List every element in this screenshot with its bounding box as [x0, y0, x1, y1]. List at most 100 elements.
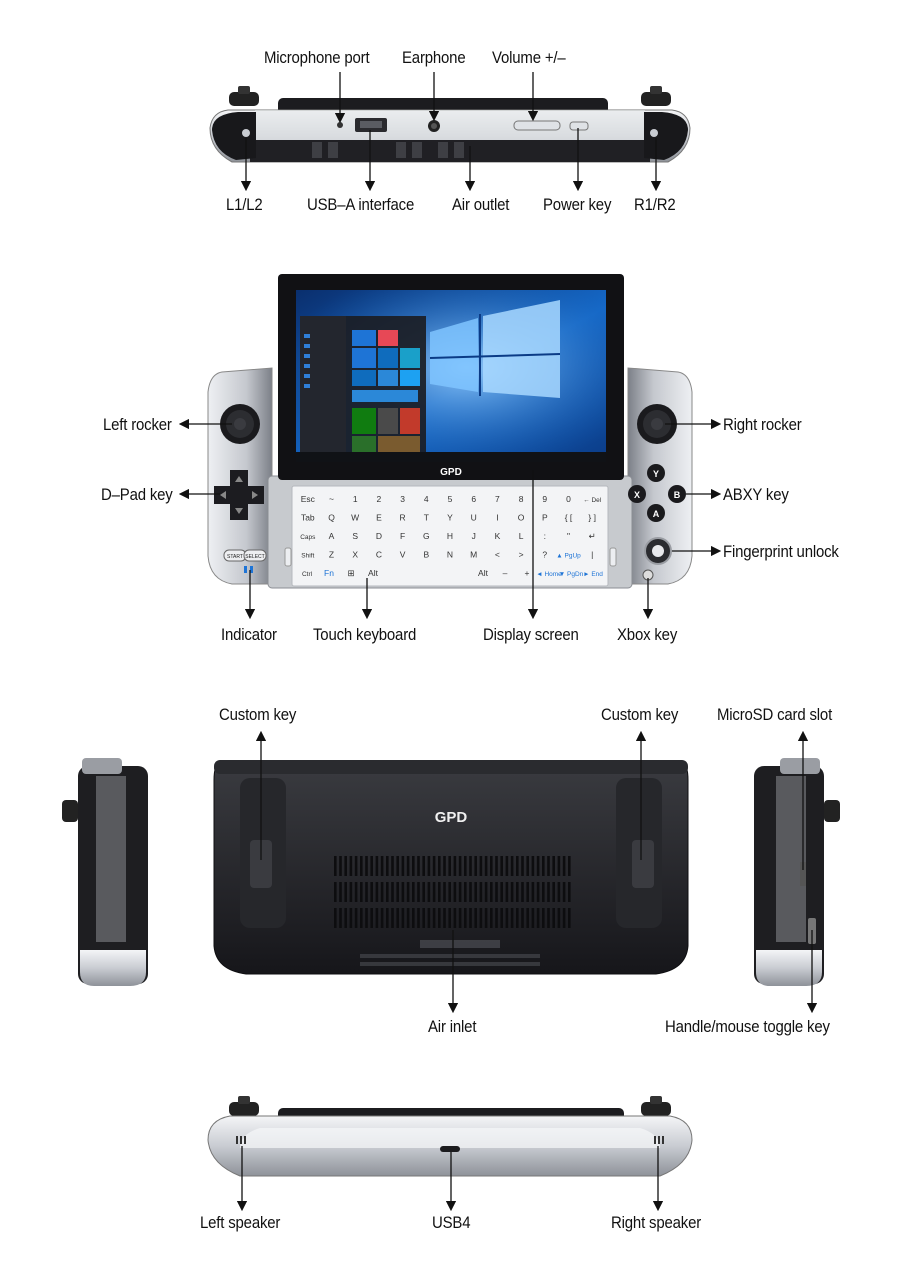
- keyboard-key: ": [567, 531, 570, 541]
- vent-slot: [339, 856, 342, 876]
- vent-slot: [422, 882, 425, 902]
- vent-slot: [412, 856, 415, 876]
- vent-slot: [510, 908, 514, 928]
- keyboard-key: Fn: [324, 568, 334, 578]
- keyboard-key: H: [447, 531, 453, 541]
- vent-slot: [432, 856, 436, 876]
- vent-slot: [557, 908, 561, 928]
- keyboard-key: ⊞: [347, 568, 354, 578]
- vent-slot: [334, 882, 337, 902]
- label-display-screen: Display screen: [483, 625, 579, 644]
- keyboard-key: Ctrl: [302, 571, 313, 578]
- label-left-rocker: Left rocker: [103, 415, 172, 434]
- keyboard-key: ← Del: [583, 497, 602, 504]
- keyboard-key: U: [471, 513, 477, 523]
- vent-slot: [391, 908, 394, 928]
- vent-slot: [375, 908, 379, 928]
- keyboard-key: ◄ Home: [536, 571, 562, 578]
- label-handle-mouse-toggle: Handle/mouse toggle key: [665, 1017, 830, 1036]
- vent-slot: [547, 908, 550, 928]
- label-right-rocker: Right rocker: [723, 415, 802, 434]
- vent-slot: [521, 908, 524, 928]
- vent-slot: [484, 856, 488, 876]
- vent-slot: [417, 856, 420, 876]
- vent-slot: [422, 908, 425, 928]
- vent-slot: [458, 908, 462, 928]
- vent-slot: [427, 856, 431, 876]
- vent-slot: [406, 882, 410, 902]
- label-volume: Volume +/–: [492, 48, 566, 67]
- label-usb4: USB4: [432, 1213, 471, 1232]
- vent-slot: [500, 856, 503, 876]
- label-dpad-key: D–Pad key: [101, 485, 173, 504]
- vent-slot: [448, 882, 451, 902]
- label-usb-a: USB–A interface: [307, 195, 415, 214]
- label-microphone-port: Microphone port: [264, 48, 370, 67]
- keyboard-key: W: [351, 513, 359, 523]
- vent-slot: [438, 856, 441, 876]
- keyboard-key: Alt: [478, 568, 489, 578]
- vent-slot: [500, 908, 503, 928]
- vent-slot: [375, 856, 379, 876]
- keyboard-key: Shift: [301, 553, 314, 560]
- keyboard-key: Caps: [300, 534, 316, 541]
- vent-slot: [474, 856, 477, 876]
- vent-slot: [438, 882, 441, 902]
- vent-slot: [391, 856, 394, 876]
- vent-slot: [438, 908, 441, 928]
- vent-slot: [510, 856, 514, 876]
- vent-slot: [479, 856, 483, 876]
- vent-slot: [453, 856, 457, 876]
- label-air-inlet: Air inlet: [428, 1017, 477, 1036]
- vent-slot: [334, 908, 337, 928]
- vent-slot: [339, 882, 342, 902]
- vent-slot: [505, 908, 509, 928]
- vent-slot: [568, 882, 571, 902]
- vent-slot: [448, 908, 451, 928]
- vent-slot: [562, 856, 566, 876]
- vent-slot: [542, 908, 545, 928]
- vent-slot: [349, 882, 353, 902]
- keyboard-key: :: [544, 531, 546, 541]
- label-custom-key-right: Custom key: [601, 705, 679, 724]
- vent-slot: [521, 882, 524, 902]
- keyboard-key: B: [423, 550, 429, 560]
- keyboard-key: } ]: [588, 513, 596, 523]
- vent-slot: [547, 882, 550, 902]
- keyboard-key: G: [423, 531, 430, 541]
- label-indicator: Indicator: [221, 625, 277, 644]
- vent-slot: [339, 908, 342, 928]
- a-button-label: A: [653, 509, 660, 519]
- vent-slot: [401, 882, 405, 902]
- keyboard-key: 1: [353, 494, 358, 504]
- keyboard-key: P: [542, 513, 548, 523]
- vent-slot: [427, 882, 431, 902]
- keyboard-key: +: [525, 568, 530, 578]
- keyboard-key: 7: [495, 494, 500, 504]
- keyboard-key: D: [376, 531, 382, 541]
- keyboard-key: X: [352, 550, 358, 560]
- keyboard-key: 8: [519, 494, 524, 504]
- start-button-label: START: [227, 554, 243, 560]
- keyboard-key: |: [591, 550, 593, 560]
- vent-slot: [505, 882, 509, 902]
- vent-slot: [516, 908, 519, 928]
- keyboard-key: <: [495, 550, 500, 560]
- keyboard-key: 2: [377, 494, 382, 504]
- vent-slot: [391, 882, 394, 902]
- keyboard-key: 9: [542, 494, 547, 504]
- keyboard-key: A: [329, 531, 335, 541]
- vent-slot: [552, 882, 555, 902]
- label-r1-r2: R1/R2: [634, 195, 676, 214]
- label-l1-l2: L1/L2: [226, 195, 263, 214]
- vent-slot: [568, 908, 571, 928]
- gpd-logo-back: GPD: [435, 809, 468, 826]
- vent-slot: [526, 882, 529, 902]
- vent-slot: [370, 856, 373, 876]
- vent-slot: [432, 908, 436, 928]
- front-view: GPD START SELECT Y X B A: [207, 274, 693, 589]
- vent-slot: [375, 882, 379, 902]
- keyboard-key: ▼ PgDn: [559, 571, 584, 578]
